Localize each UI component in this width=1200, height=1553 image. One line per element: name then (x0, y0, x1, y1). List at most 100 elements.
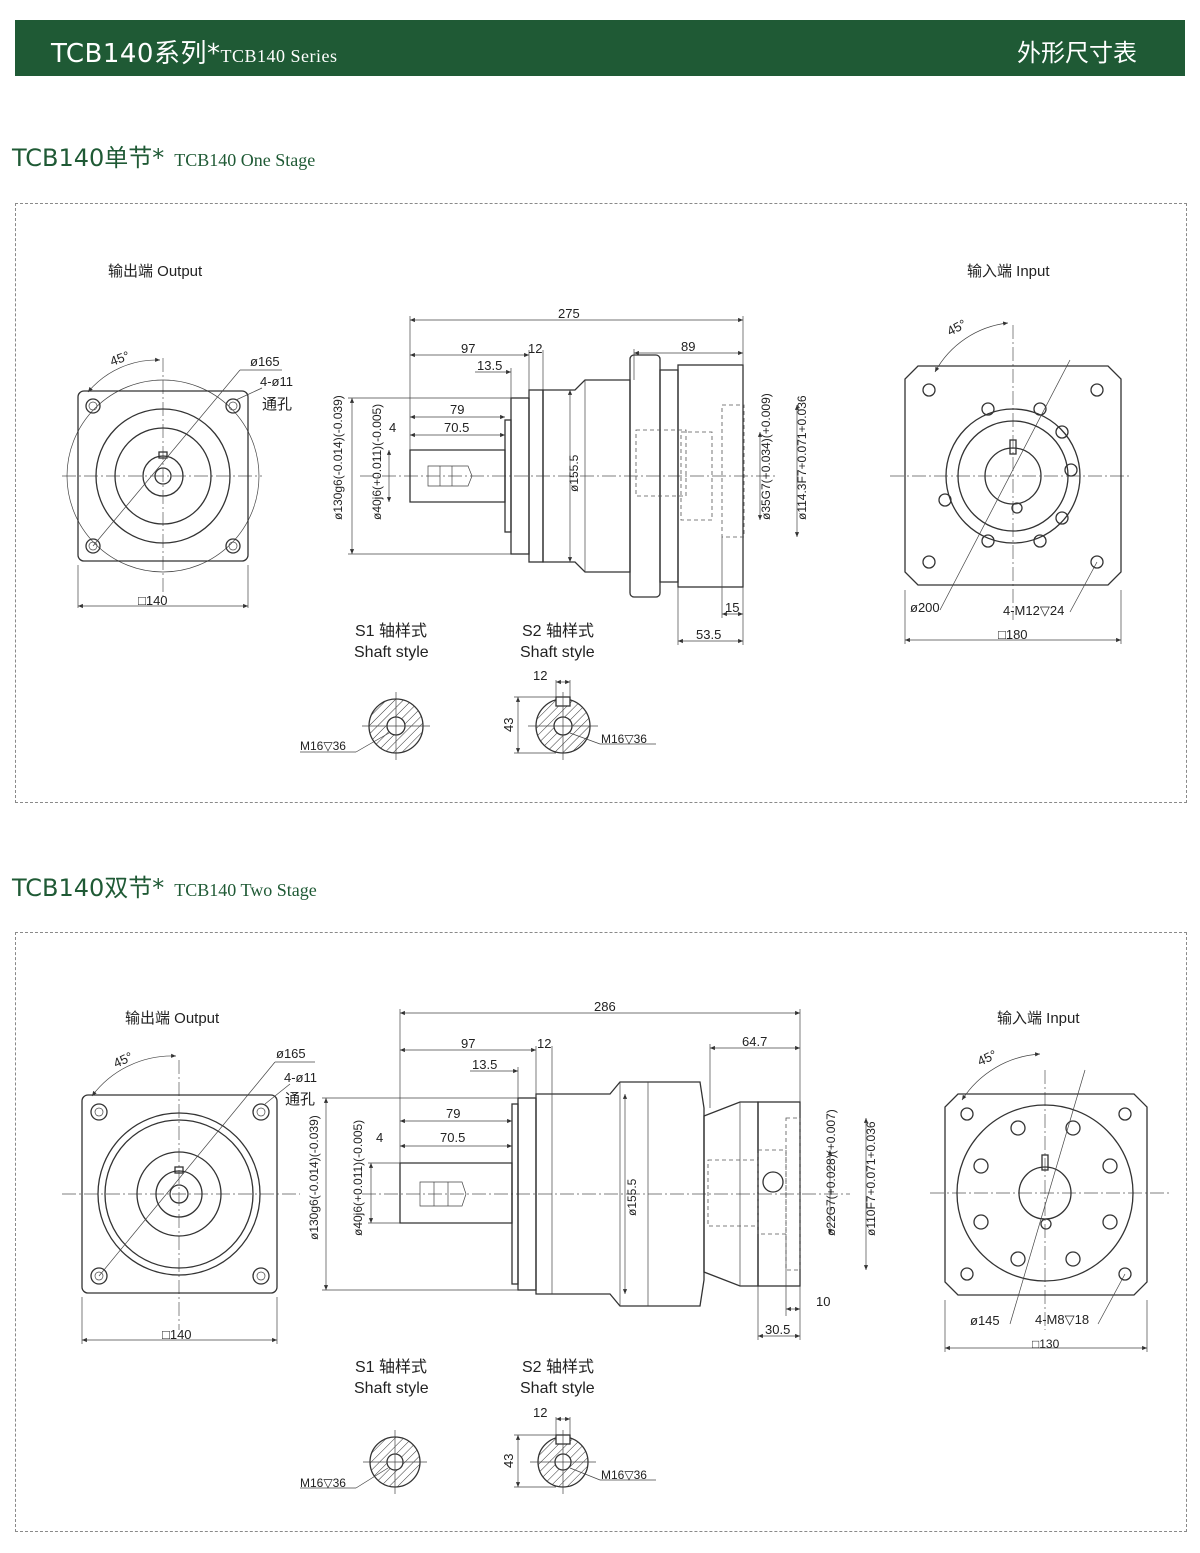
s1-shaft-section: M16▽36 (300, 1430, 427, 1494)
flange-hole (225, 398, 241, 414)
one-stage-panel (15, 203, 1187, 803)
dim-bore-diameter: ø35G7(+0.034)(+0.009) (759, 393, 773, 520)
section-one-stage: 输出端 Output 45° ø165 4-ø11 通孔 (62, 263, 1130, 760)
tap-label-input: 4-M12▽24 (1003, 603, 1064, 618)
flange-hole (85, 538, 101, 554)
corner-tap (1090, 555, 1104, 569)
square-label-output: □140 (138, 593, 168, 608)
input-view: 输入端 Input 45° ø145 4-M8▽18 (930, 1010, 1170, 1352)
flange-hole (90, 1267, 108, 1285)
s2-shaft-section: 12 43 M16▽36 (501, 1405, 656, 1494)
s2-key-width: 12 (533, 1405, 547, 1420)
s2-subtitle: Shaft style (520, 1380, 595, 1397)
side-view: 275 97 12 13.5 79 70.5 4 89 ø130g6(-0.01… (331, 306, 809, 645)
dim-right-length: 64.7 (742, 1034, 767, 1049)
dim-13-5: 13.5 (472, 1057, 497, 1072)
dim-flange-diameter: ø130g6(-0.014)(-0.039) (307, 1115, 321, 1240)
dim-total-length: 275 (558, 306, 580, 321)
input-label: 输入端 Input (967, 263, 1050, 280)
dim-79: 79 (446, 1106, 460, 1121)
s2-tap-label: M16▽36 (601, 1468, 647, 1482)
flange-hole (90, 1103, 108, 1121)
tap-label-input: 4-M8▽18 (1035, 1312, 1089, 1327)
through-hole-label: 通孔 (285, 1091, 315, 1108)
angle-label-input: 45° (975, 1047, 999, 1069)
dim-4: 4 (376, 1130, 383, 1145)
dim-12: 12 (537, 1036, 551, 1051)
holes-label-output: 4-ø11 (284, 1070, 317, 1085)
dim-shaft-diameter: ø40j6(+0.011)(-0.005) (370, 404, 384, 520)
s2-subtitle: Shaft style (520, 644, 595, 661)
dim-97: 97 (461, 341, 475, 356)
through-hole-label: 通孔 (262, 396, 292, 413)
s2-key-height: 43 (501, 718, 516, 732)
header-right-title: 外形尺寸表 (1017, 39, 1137, 67)
s2-key-width: 12 (533, 668, 547, 683)
dim-bottom-1: 15 (725, 600, 739, 615)
s1-tap-label: M16▽36 (300, 739, 346, 753)
angle-label-output: 45° (108, 348, 132, 369)
corner-tap (960, 1107, 974, 1121)
s1-tap-label: M16▽36 (300, 1476, 346, 1490)
pcd-label-output: ø165 (250, 354, 280, 369)
input-label: 输入端 Input (997, 1010, 1080, 1027)
input-bolt-holes (973, 1120, 1118, 1267)
pcd-label-input: ø145 (970, 1313, 1000, 1328)
dim-70-5: 70.5 (444, 420, 469, 435)
output-label: 输出端 Output (125, 1010, 220, 1027)
dim-bottom-1: 10 (816, 1294, 830, 1309)
square-label-output: □140 (162, 1327, 192, 1342)
section-title-two-stage: TCB140双节*TCB140 Two Stage (12, 874, 317, 902)
dim-4: 4 (389, 420, 396, 435)
flange-hole (252, 1103, 270, 1121)
input-view: 输入端 Input 45° ø200 4-M12▽2 (890, 263, 1130, 644)
s2-tap-label: M16▽36 (601, 732, 647, 746)
dim-pilot-diameter: ø114.3F7+0.071+0.036 (795, 395, 809, 520)
s1-title: S1 轴样式 (355, 1358, 427, 1376)
page-header: TCB140系列*TCB140 Series 外形尺寸表 (15, 20, 1185, 76)
side-view: 286 97 12 13.5 79 70.5 4 64.7 ø130g6(-0.… (307, 999, 878, 1340)
s2-title: S2 轴样式 (522, 1358, 594, 1376)
flange-hole (225, 538, 241, 554)
series-title: TCB140系列*TCB140 Series (51, 39, 338, 69)
s1-title: S1 轴样式 (355, 622, 427, 640)
flange-hole (85, 398, 101, 414)
dim-bottom-2: 53.5 (696, 627, 721, 642)
dim-total-length: 286 (594, 999, 616, 1014)
s1-shaft-section: M16▽36 (300, 692, 430, 760)
dim-flange-diameter: ø130g6(-0.014)(-0.039) (331, 395, 345, 520)
s2-shaft-section: 12 43 M16▽36 (501, 668, 656, 760)
pcd-label-input: ø200 (910, 600, 940, 615)
corner-tap (960, 1267, 974, 1281)
holes-label-output: 4-ø11 (260, 374, 293, 389)
dim-right-length: 89 (681, 339, 695, 354)
dim-79: 79 (450, 402, 464, 417)
corner-tap (1118, 1107, 1132, 1121)
s2-key-height: 43 (501, 1454, 516, 1468)
s1-subtitle: Shaft style (354, 644, 429, 661)
shaft-styles: S1 轴样式 Shaft style S2 轴样式 Shaft style M1… (300, 1358, 656, 1494)
dim-70-5: 70.5 (440, 1130, 465, 1145)
dim-12: 12 (528, 341, 542, 356)
dim-body-diameter: ø155.5 (625, 1178, 639, 1216)
flange-hole (252, 1267, 270, 1285)
output-view: 输出端 Output 45° ø165 4-ø11 通孔 (62, 1010, 317, 1344)
corner-tap (1090, 383, 1104, 397)
two-stage-panel (15, 932, 1187, 1532)
dim-bottom-2: 30.5 (765, 1322, 790, 1337)
corner-tap (922, 555, 936, 569)
corner-tap (1118, 1267, 1132, 1281)
shaft-styles: S1 轴样式 Shaft style S2 轴样式 Shaft style M1… (300, 622, 656, 760)
section-two-stage: 输出端 Output 45° ø165 4-ø11 通孔 (62, 999, 1170, 1494)
angle-label-output: 45° (111, 1049, 135, 1071)
s2-title: S2 轴样式 (522, 622, 594, 640)
dim-13-5: 13.5 (477, 358, 502, 373)
angle-label-input: 45° (944, 316, 968, 338)
square-label-input: □180 (998, 627, 1028, 642)
pcd-label-output: ø165 (276, 1046, 306, 1061)
section-title-one-stage: TCB140单节*TCB140 One Stage (12, 144, 316, 172)
dim-bore-diameter: ø22G7(+0.028)(+0.007) (824, 1109, 838, 1236)
dim-shaft-diameter: ø40j6(+0.011)(-0.005) (351, 1120, 365, 1236)
corner-tap (922, 383, 936, 397)
